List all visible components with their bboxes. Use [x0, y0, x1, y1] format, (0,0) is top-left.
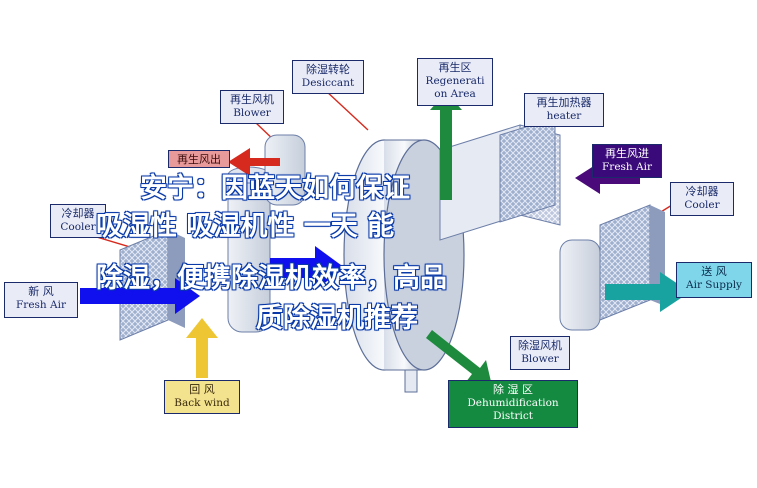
right-cooler-shape: [599, 204, 665, 321]
desiccant-label-en: Desiccant: [301, 76, 355, 89]
regen-out-label-cn: 再生风出: [177, 153, 221, 166]
regen-out-arrow: [228, 148, 280, 176]
regen-blower-label: 再生风机 Blower: [220, 90, 284, 124]
return-air-label-en: Back wind: [174, 396, 230, 409]
process-air-arrow: [270, 246, 345, 290]
desiccant-label-cn: 除湿转轮: [306, 63, 350, 76]
return-air-arrow: [186, 318, 218, 378]
process-blower-label: 除湿风机 Blower: [510, 336, 570, 370]
cooler-left-label: 冷却器 Cooler: [50, 204, 106, 238]
supply-air-arrow: [605, 272, 690, 312]
regeneration-label-en1: Regenerati: [425, 74, 485, 87]
dehum-zone-label: 除 湿 区 Dehumidification District: [448, 380, 578, 428]
regen-blower-shape: [264, 134, 306, 206]
regen-blower-label-en: Blower: [233, 106, 271, 119]
regen-heater-label: 再生加热器 heater: [524, 93, 604, 127]
return-air-label-cn: 回 风: [189, 383, 215, 396]
fresh-air-arrow: [80, 278, 200, 314]
regeneration-label-en2: on Area: [434, 87, 476, 100]
regeneration-label: 再生区 Regenerati on Area: [417, 58, 493, 106]
regen-in-label-en: Fresh Air: [602, 160, 652, 173]
fresh-air-label-cn: 新 风: [28, 285, 54, 298]
right-blower-shape: [559, 239, 601, 331]
cooler-right-label: 冷却器 Cooler: [670, 182, 734, 216]
overlay-line-4: 质除湿机推荐: [256, 303, 418, 334]
regen-in-label-cn: 再生风进: [605, 147, 649, 160]
regen-out-label: 再生风出: [168, 150, 230, 168]
overlay-line-3: 除湿，便携除湿机效率，高品: [96, 263, 447, 294]
supply-air-label: 送 风 Air Supply: [676, 262, 752, 298]
cooler-right-label-cn: 冷却器: [685, 185, 719, 198]
desiccant-label: 除湿转轮 Desiccant: [292, 60, 364, 94]
dehum-arrow: [426, 330, 492, 386]
fresh-air-label-en: Fresh Air: [16, 298, 66, 311]
cooler-left-label-en: Cooler: [60, 220, 96, 233]
regeneration-label-cn: 再生区: [438, 61, 472, 74]
regen-heater-shape: [499, 117, 556, 223]
process-blower-label-cn: 除湿风机: [518, 339, 562, 352]
overlay-line-1: 安宁：因蓝天如何保证: [140, 173, 410, 204]
left-blower-shape: [227, 166, 271, 333]
supply-air-label-en: Air Supply: [686, 278, 742, 291]
regen-blower-label-cn: 再生风机: [230, 93, 274, 106]
flow-arrows: [80, 92, 690, 386]
regen-heater-label-cn: 再生加热器: [536, 96, 592, 109]
supply-air-label-cn: 送 风: [701, 265, 727, 278]
regen-in-label: 再生风进 Fresh Air: [592, 144, 662, 178]
dehum-zone-label-en2: District: [493, 409, 533, 422]
process-blower-label-en: Blower: [521, 352, 559, 365]
regen-area-arrow: [430, 92, 462, 200]
overlay-line-2: 吸湿性 吸湿机性 一天 能: [96, 211, 395, 242]
regen-in-arrow: [575, 162, 640, 194]
fresh-air-label: 新 风 Fresh Air: [4, 282, 78, 318]
cooler-right-label-en: Cooler: [684, 198, 720, 211]
regen-heater-label-en: heater: [546, 109, 582, 122]
cooler-left-label-cn: 冷却器: [61, 207, 95, 220]
return-air-label: 回 风 Back wind: [164, 380, 240, 414]
dehum-zone-label-cn: 除 湿 区: [493, 383, 533, 396]
dehum-zone-label-en1: Dehumidification: [467, 396, 559, 409]
